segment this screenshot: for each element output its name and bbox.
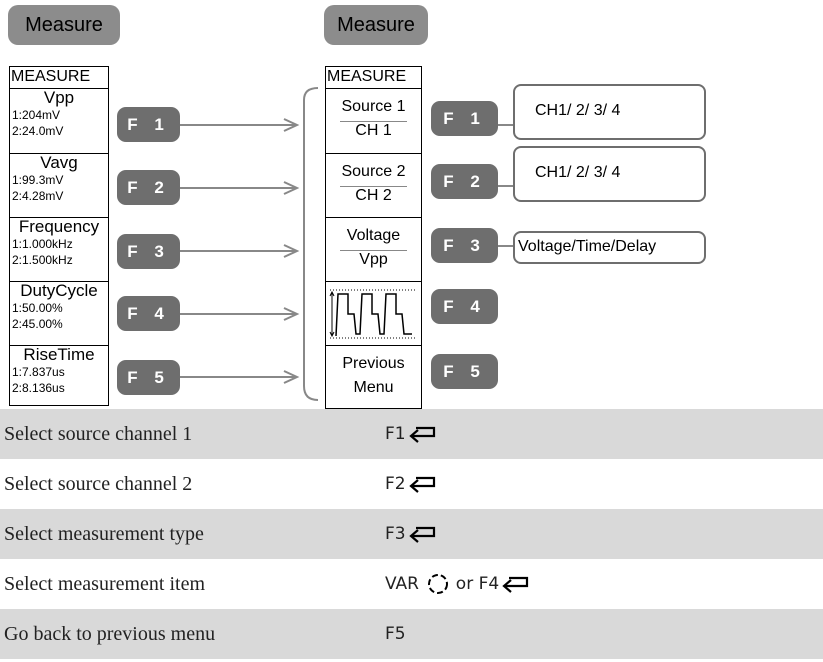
f3-options-text: Voltage/Time/Delay bbox=[518, 238, 657, 255]
key-label: or F4 bbox=[455, 574, 500, 594]
f2-key-right[interactable]: F 2 bbox=[431, 164, 498, 199]
enter-icon bbox=[408, 426, 435, 443]
measure-button-left[interactable]: Measure bbox=[8, 5, 120, 45]
measure-item-ch2: 2:1.500kHz bbox=[12, 253, 73, 267]
row-key: VAR or F4 bbox=[385, 559, 823, 609]
panel-title: MEASURE bbox=[326, 67, 421, 89]
voltage-label: Voltage bbox=[346, 227, 401, 244]
measure-item-ch1: 1:50.00% bbox=[12, 301, 63, 315]
enter-icon bbox=[408, 526, 435, 543]
source2-label: Source 2 bbox=[341, 163, 406, 180]
measure-item-ch1: 1:204mV bbox=[12, 108, 61, 122]
measure-item-risetime[interactable]: RiseTime 1:7.837us 2:8.136us bbox=[10, 345, 108, 405]
measure-item-name: Vavg bbox=[40, 153, 78, 172]
enter-icon bbox=[502, 576, 529, 593]
measure-item-vavg[interactable]: Vavg 1:99.3mV 2:4.28mV bbox=[10, 153, 108, 217]
f2-key-left[interactable]: F 2 bbox=[117, 170, 180, 205]
f2-options-box: CH1/ 2/ 3/ 4 bbox=[513, 146, 706, 202]
source1-label: Source 1 bbox=[341, 98, 406, 115]
f2-options-text: CH1/ 2/ 3/ 4 bbox=[535, 164, 621, 181]
f1-options-text: CH1/ 2/ 3/ 4 bbox=[535, 102, 621, 119]
measure-item-name: DutyCycle bbox=[20, 281, 98, 300]
measure-item-ch2: 2:45.00% bbox=[12, 317, 63, 331]
table-row: Go back to previous menu F5 bbox=[0, 609, 823, 659]
measure-item-name: RiseTime bbox=[23, 345, 95, 364]
knob-icon bbox=[428, 574, 449, 594]
source2-value: CH 2 bbox=[355, 187, 392, 204]
row-description: Go back to previous menu bbox=[0, 609, 385, 659]
measure-item-ch2: 2:4.28mV bbox=[12, 189, 64, 203]
source1-menu-item[interactable]: Source 1 CH 1 bbox=[326, 89, 421, 153]
voltage-menu-item[interactable]: Voltage Vpp bbox=[326, 217, 421, 281]
measure-item-vpp[interactable]: Vpp 1:204mV 2:24.0mV bbox=[10, 89, 108, 153]
waveform-menu-item[interactable] bbox=[326, 281, 421, 345]
measure-item-ch1: 1:7.837us bbox=[12, 365, 65, 379]
key-label: F5 bbox=[385, 624, 406, 644]
previous-line1: Previous bbox=[342, 355, 405, 372]
measure-button-right[interactable]: Measure bbox=[324, 5, 428, 45]
f3-key-left[interactable]: F 3 bbox=[117, 234, 180, 269]
measure-item-ch2: 2:24.0mV bbox=[12, 124, 64, 138]
row-key: F5 bbox=[385, 609, 823, 659]
divider bbox=[340, 121, 407, 122]
f3-key-right[interactable]: F 3 bbox=[431, 228, 498, 263]
table-row: Select measurement type F3 bbox=[0, 509, 823, 559]
f4-key-right[interactable]: F 4 bbox=[431, 289, 498, 324]
previous-line2: Menu bbox=[353, 379, 394, 396]
connector-arrows bbox=[180, 87, 515, 401]
measure-item-name: Vpp bbox=[43, 88, 75, 107]
panel-title: MEASURE bbox=[10, 67, 108, 89]
voltage-value: Vpp bbox=[359, 251, 388, 268]
table-row: Select measurement item VAR or F4 bbox=[0, 559, 823, 609]
key-label: F1 bbox=[385, 424, 406, 444]
var-label: VAR bbox=[385, 574, 419, 594]
row-description: Select measurement item bbox=[4, 572, 206, 595]
measure-item-dutycycle[interactable]: DutyCycle 1:50.00% 2:45.00% bbox=[10, 281, 108, 345]
f4-key-left[interactable]: F 4 bbox=[117, 296, 180, 331]
source2-menu-item[interactable]: Source 2 CH 2 bbox=[326, 153, 421, 217]
measure-item-name: Frequency bbox=[18, 217, 100, 236]
row-key: F1 bbox=[385, 409, 823, 459]
f1-key-right[interactable]: F 1 bbox=[431, 101, 498, 136]
f5-key-left[interactable]: F 5 bbox=[117, 360, 180, 395]
f1-options-box: CH1/ 2/ 3/ 4 bbox=[513, 84, 706, 140]
measure-item-frequency[interactable]: Frequency 1:1.000kHz 2:1.500kHz bbox=[10, 217, 108, 281]
key-table: Select source channel 1 F1 Select source… bbox=[0, 409, 823, 659]
table-row: Select source channel 1 F1 bbox=[0, 409, 823, 459]
measure-item-ch1: 1:99.3mV bbox=[12, 173, 64, 187]
f3-options-box: Voltage/Time/Delay bbox=[513, 231, 706, 264]
row-description: Select measurement type bbox=[0, 509, 385, 559]
source1-value: CH 1 bbox=[355, 122, 392, 139]
risetime-waveform-icon bbox=[329, 289, 417, 339]
table-row: Select source channel 2 F2 bbox=[0, 459, 823, 509]
f1-key-left[interactable]: F 1 bbox=[117, 107, 180, 142]
measure-item-ch2: 2:8.136us bbox=[12, 381, 65, 395]
measure-item-ch1: 1:1.000kHz bbox=[12, 237, 73, 251]
measure-panel-left: MEASURE Vpp 1:204mV 2:24.0mV Vavg 1:99.3… bbox=[9, 66, 109, 406]
divider bbox=[340, 186, 407, 187]
row-description: Select source channel 2 bbox=[4, 472, 193, 495]
f5-key-right[interactable]: F 5 bbox=[431, 354, 498, 389]
key-label: F2 bbox=[385, 474, 406, 494]
key-label: F3 bbox=[385, 524, 406, 544]
divider bbox=[340, 250, 407, 251]
row-description: Select source channel 1 bbox=[0, 409, 385, 459]
enter-icon bbox=[408, 476, 435, 493]
row-key: F3 bbox=[385, 509, 823, 559]
row-key: F2 bbox=[385, 459, 823, 509]
previous-menu-item[interactable]: Previous Menu bbox=[326, 345, 421, 406]
measure-panel-right: MEASURE Source 1 CH 1 Source 2 CH 2 Volt… bbox=[325, 66, 422, 409]
